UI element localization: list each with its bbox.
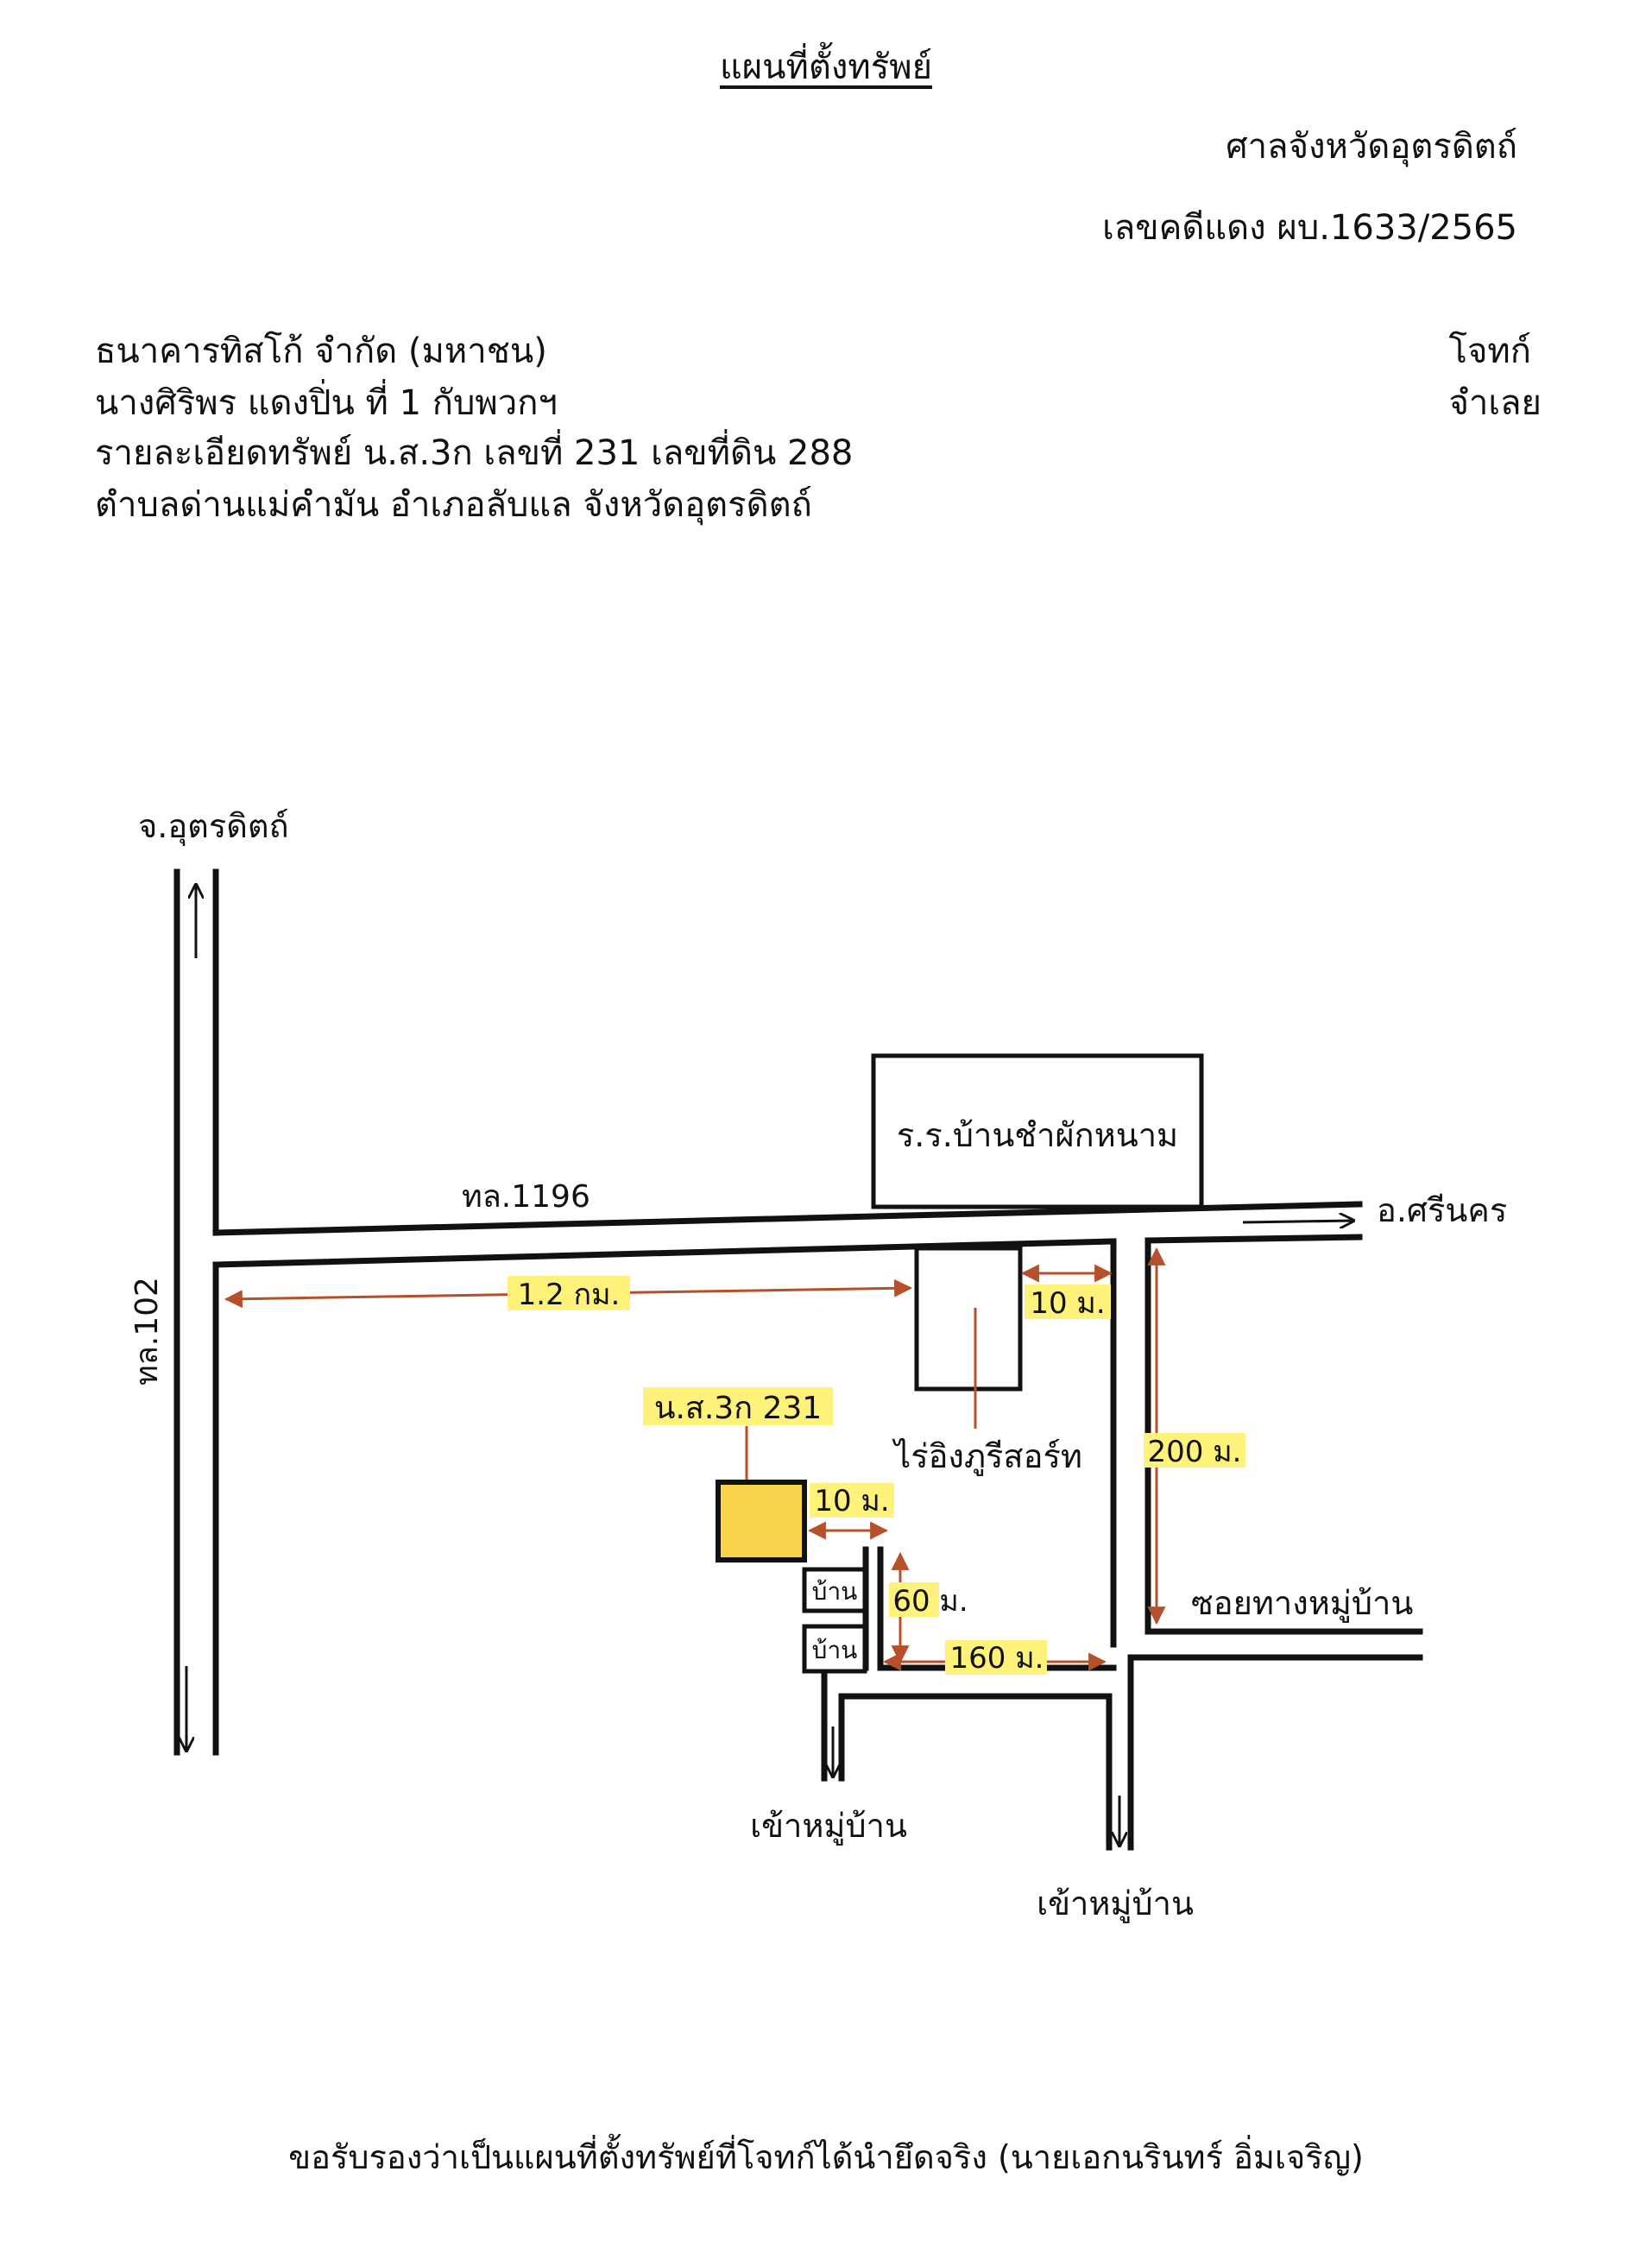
dist-200m-label: 200 ม. [1148, 1435, 1242, 1469]
dist-160m-highlight [945, 1640, 1047, 1675]
case-number: เลขคดีแดง ผบ.1633/2565 [1102, 208, 1517, 248]
defendant-name: นางศิริพร แดงปิ่น ที่ 1 กับพวกฯ [95, 383, 558, 423]
to-village-label-2: เข้าหมู่บ้าน [1037, 1884, 1194, 1923]
resort-label: ไร่อิงภูรีสอร์ท [892, 1437, 1082, 1476]
dist-60m-label: 60 ม. [892, 1584, 968, 1619]
property-label-highlight [643, 1387, 833, 1425]
highway-102-label: ทล.102 [129, 1277, 165, 1386]
road-network [173, 868, 1423, 1851]
highway-1196-label: ทล.1196 [462, 1179, 590, 1215]
to-sri-nakhon-label: อ.ศรีนคร [1377, 1191, 1507, 1229]
property-detail: รายละเอียดทรัพย์ น.ส.3ก เลขที่ 231 เลขที… [95, 433, 854, 473]
village-road-label: ซอยทางหมู่บ้าน [1191, 1584, 1413, 1623]
defendant-role: จำเลย [1448, 383, 1542, 423]
resort-building [914, 1246, 1023, 1392]
map-title: แผนที่ตั้งทรัพย์ [719, 47, 933, 87]
house-1 [802, 1567, 867, 1613]
school-label: ร.ร.บ้านชำผักหนาม [897, 1116, 1178, 1154]
dist-60m-highlight [889, 1582, 939, 1617]
property-location: ตำบลด่านแม่คำมัน อำเภอลับแล จังหวัดอุตรด… [95, 485, 812, 525]
dist-10m-a-label: 10 ม. [1030, 1286, 1105, 1321]
plaintiff-name: ธนาคารทิสโก้ จำกัด (มหาชน) [95, 331, 547, 371]
highway-1196-south-edge-b [1144, 1234, 1363, 1244]
highway-1196-south-edge-a [212, 1238, 1117, 1268]
house-1-label: บ้าน [812, 1577, 858, 1606]
dist-10m-b-highlight [810, 1483, 894, 1518]
plaintiff-role: โจทก์ [1448, 331, 1531, 371]
dist-1-2km-highlight [508, 1276, 630, 1310]
school-building [871, 1053, 1204, 1209]
to-village-label-1: เข้าหมู่บ้าน [750, 1807, 907, 1846]
property-label: น.ส.3ก 231 [654, 1391, 822, 1426]
dist-1-2km-label: 1.2 กม. [518, 1278, 621, 1312]
house-2 [802, 1624, 867, 1674]
dist-200m-highlight [1144, 1433, 1245, 1468]
dist-10m-b-label: 10 ม. [814, 1484, 889, 1518]
east-arrow-hwy1196 [1242, 1221, 1353, 1222]
court-name: ศาลจังหวัดอุตรดิตถ์ [1226, 127, 1517, 167]
direction-arrows [186, 885, 1353, 1846]
dist-10m-a-highlight [1025, 1285, 1111, 1319]
property-parcel [716, 1480, 807, 1562]
certification-statement: ขอรับรองว่าเป็นแผนที่ตั้งทรัพย์ที่โจทก์ไ… [288, 2138, 1364, 2176]
to-uttaradit-label: จ.อุตรดิตถ์ [138, 807, 289, 846]
house-2-label: บ้าน [812, 1636, 858, 1664]
dist-160m-label: 160 ม. [950, 1641, 1044, 1676]
